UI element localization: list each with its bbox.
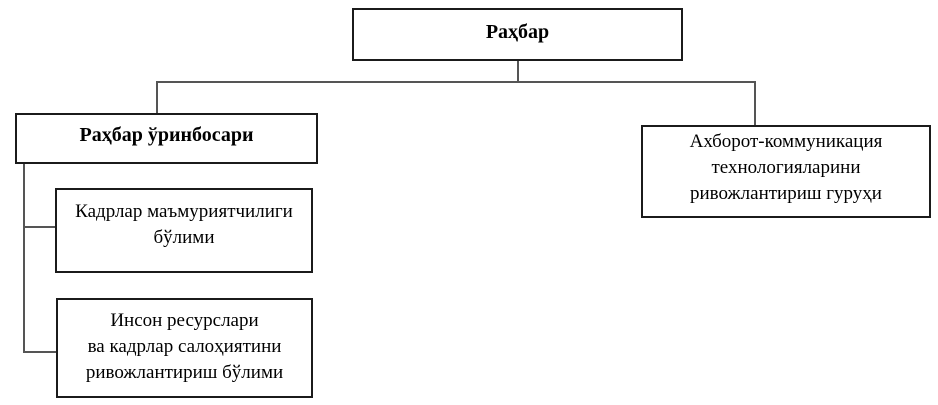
org-node-hr-admin: Кадрлар маъмуриятчилиги бўлими	[55, 188, 313, 273]
connector-to-ict-group	[754, 82, 756, 125]
connector-level2-horizontal	[156, 81, 756, 83]
org-node-deputy: Раҳбар ўринбосари	[15, 113, 318, 164]
org-node-deputy-label: Раҳбар ўринбосари	[79, 123, 254, 146]
connector-to-hr-admin	[24, 226, 55, 228]
org-node-rahbar: Раҳбар	[352, 8, 683, 61]
connector-to-deputy	[156, 82, 158, 113]
connector-deputy-trunk	[23, 162, 25, 353]
org-node-hr-dev-line: ва кадрлар салоҳиятини	[87, 336, 282, 357]
org-node-ict-group-line: Ахборот-коммуникация	[689, 130, 883, 152]
org-node-rahbar-label: Раҳбар	[485, 20, 550, 43]
connector-to-hr-dev	[24, 351, 56, 353]
org-node-ict-group-line: технологияларини	[711, 156, 861, 178]
org-node-hr-admin-line: Кадрлар маъмуриятчилиги	[75, 200, 293, 222]
org-node-ict-group: Ахборот-коммуникация технологияларини ри…	[641, 125, 931, 218]
org-node-hr-dev-line: Инсон ресурслари	[110, 310, 259, 331]
org-node-hr-admin-line: бўлими	[153, 226, 215, 248]
connector-rahbar-down	[517, 60, 519, 82]
org-node-hr-dev-line: ривожлантириш бўлими	[85, 362, 284, 383]
org-node-hr-dev: Инсон ресурслари ва кадрлар салоҳиятини …	[56, 298, 313, 398]
org-node-ict-group-line: ривожлантириш гуруҳи	[690, 182, 882, 204]
